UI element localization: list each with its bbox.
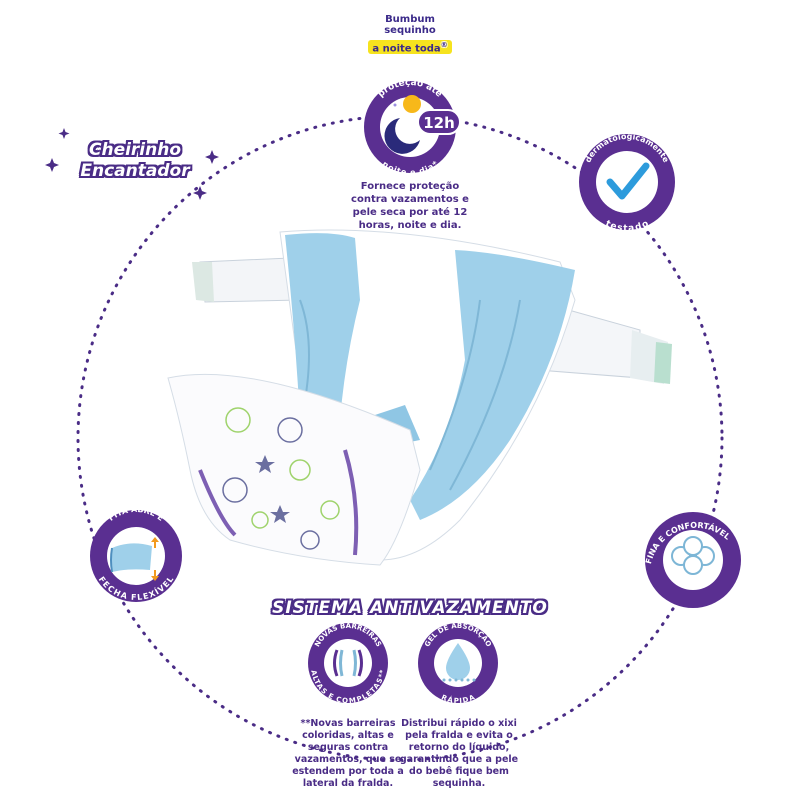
dotted-orbit — [76, 114, 724, 762]
description-line: vazamentos, que se — [294, 754, 402, 765]
gel-bottom-label: RÁPIDA — [440, 693, 476, 705]
description-line: horas, noite e dia. — [358, 220, 462, 231]
dermatological-badge: dermatologicamente testado — [579, 132, 675, 234]
moon-icon — [384, 118, 420, 154]
description-line: coloridas, altas e — [302, 730, 394, 741]
antileak-title: SISTEMA ANTIVAZAMENTO — [272, 598, 548, 618]
barriers-description: **Novas barreiras coloridas, altas e seg… — [290, 718, 406, 790]
registered-mark: ® — [440, 40, 448, 49]
description-line: **Novas barreiras — [300, 718, 396, 729]
description-line: seguras contra — [307, 742, 389, 753]
headline-line-2: sequinho — [384, 25, 436, 36]
sun-icon — [403, 95, 421, 113]
gel-dots-icon — [442, 678, 476, 682]
scent-badge-line-2: Encantador — [80, 161, 190, 181]
droplet-icon — [446, 643, 470, 680]
description-line: garantindo que a pele — [399, 754, 519, 765]
headline-line-1: Bumbum — [385, 14, 435, 25]
night-protection-description: Fornece proteção contra vazamentos e pel… — [345, 180, 475, 232]
scent-badge-line-1: Cheirinho — [88, 140, 182, 160]
thin-comfort-badge: FINA E CONFORTÁVEL — [644, 512, 741, 608]
description-line: pele seca por até 12 — [352, 207, 468, 218]
barrier-icon — [333, 649, 363, 677]
gel-description: Distribui rápido o xixi pela fralda e ev… — [398, 718, 520, 790]
barriers-badge: NOVAS BARREIRAS ALTAS E COMPLETAS** — [308, 622, 388, 705]
description-line: Distribui rápido o xixi — [401, 718, 517, 729]
flexible-tape-badge: FITA ABRE E FECHA FLEXÍVEL — [90, 505, 182, 602]
cotton-icon — [671, 536, 715, 575]
description-line: lateral da fralda. — [302, 778, 394, 789]
tape-icon — [112, 543, 152, 572]
double-arrow-icon — [151, 537, 159, 581]
hours-tag — [417, 109, 461, 135]
svg-text:RÁPIDA: RÁPIDA — [440, 693, 476, 705]
description-line: estendem por toda a — [292, 766, 404, 777]
night-protection-badge: 12h proteção até noite e dia* — [364, 78, 461, 177]
dermatological-bottom-label: testado — [604, 219, 651, 234]
scent-badge: Cheirinho Encantador — [50, 140, 220, 182]
description-line: retorno do líquido, — [408, 742, 510, 753]
hours-text: 12h — [423, 114, 455, 132]
svg-text:testado: testado — [604, 219, 651, 234]
description-line: pela fralda e evita o — [405, 730, 513, 741]
description-line: do bebê fique bem — [409, 766, 509, 777]
headline-line-3: a noite toda® — [368, 39, 452, 54]
gel-badge: GEL DE ABSORÇÃO RÁPIDA — [418, 622, 498, 705]
description-line: contra vazamentos e — [351, 194, 469, 205]
description-line: sequinha. — [432, 778, 486, 789]
headline-logo: Bumbum sequinho a noite toda® — [360, 14, 460, 55]
description-line: Fornece proteção — [360, 181, 460, 192]
checkmark-icon — [606, 162, 650, 200]
